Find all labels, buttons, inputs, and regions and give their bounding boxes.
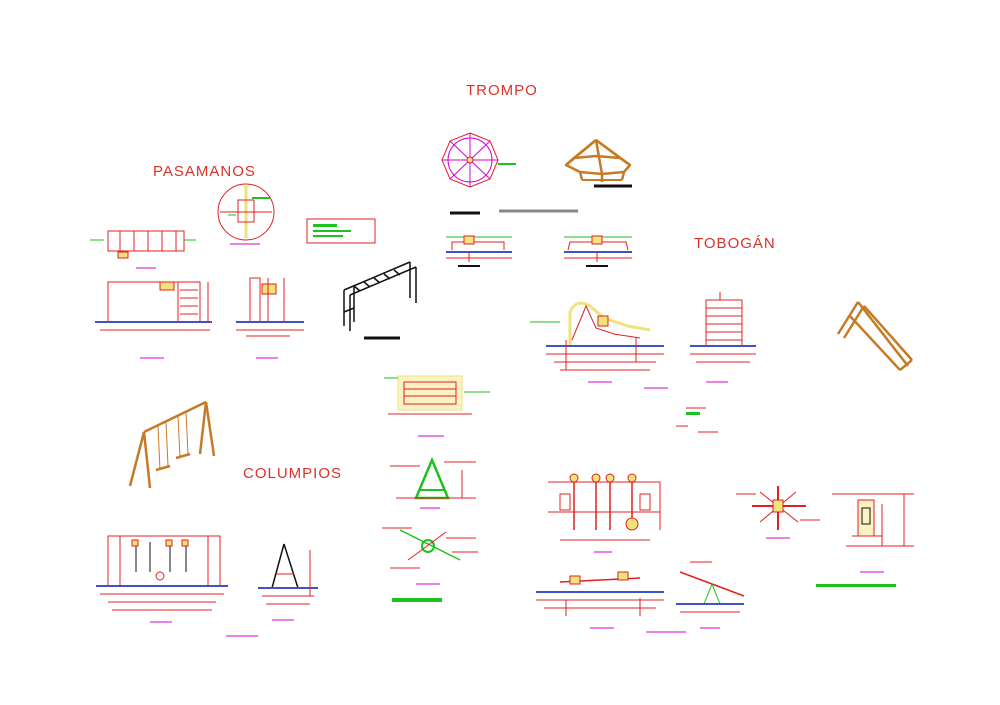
section-title-tobogan: TOBOGÁN <box>694 235 776 252</box>
post-anchor-detail <box>816 493 914 587</box>
pasamanos-legend-box <box>306 218 376 244</box>
bench-detail <box>384 375 490 437</box>
pasamanos-plan-view <box>90 230 196 269</box>
section-title-pasamanos: PASAMANOS <box>153 163 256 180</box>
columpios-side-elevation <box>258 543 318 621</box>
columpios-3d-view <box>128 400 216 489</box>
trompo-plan-view <box>441 132 516 215</box>
seesaw-end-elevation <box>676 561 745 629</box>
section-title-columpios: COLUMPIOS <box>243 465 343 482</box>
pasamanos-side-elevation <box>236 277 304 359</box>
trompo-elevation-right <box>564 235 632 267</box>
pasamanos-detail-circle <box>217 183 275 245</box>
tobogan-small-notes <box>676 407 718 433</box>
a-frame-detail <box>390 456 476 509</box>
tobogan-3d-view <box>836 301 913 371</box>
pasamanos-front-elevation <box>95 281 212 359</box>
section-title-trompo: TROMPO <box>466 82 538 99</box>
trompo-3d-view <box>564 138 632 182</box>
joint-detail <box>382 527 478 602</box>
cross-joint-detail <box>736 486 820 539</box>
tobogan-front-elevation <box>690 292 756 383</box>
seesaw-side-elevation <box>536 571 686 633</box>
tobogan-side-elevation <box>530 301 668 389</box>
pasamanos-3d-view <box>343 261 417 331</box>
columpios-front-elevation <box>96 535 258 637</box>
seesaw-plan-view <box>548 473 661 553</box>
trompo-elevation-left <box>446 235 512 267</box>
